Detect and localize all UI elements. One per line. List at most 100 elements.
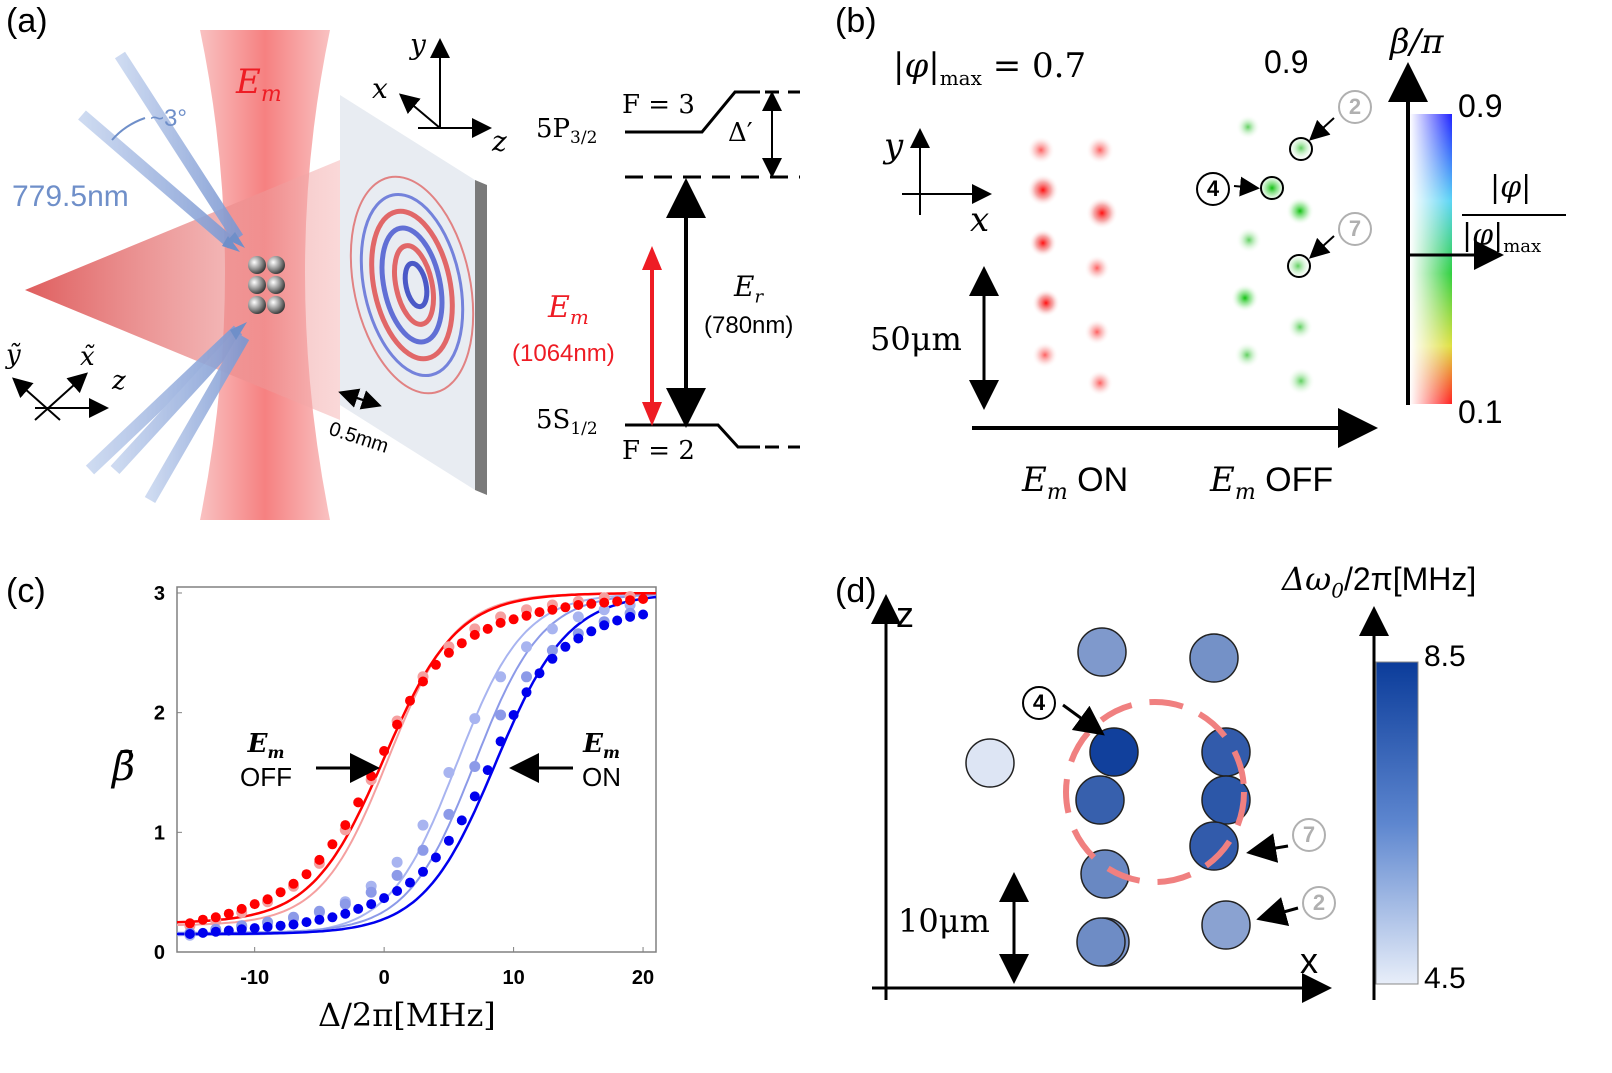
- b-site-4: 4: [1196, 172, 1230, 206]
- series-point: [469, 791, 480, 802]
- series-point: [612, 615, 623, 626]
- d-axis-z: z: [896, 594, 914, 635]
- chart-ylabel: β̄: [112, 744, 136, 790]
- series-point: [366, 899, 377, 910]
- d-site-4: 4: [1022, 686, 1056, 720]
- series-point: [495, 709, 507, 721]
- series-point: [418, 866, 428, 877]
- spots-em-off: [1231, 115, 1315, 395]
- level-upper-F: F = 3: [622, 90, 695, 120]
- colorbar-b-top: 0.9: [1458, 88, 1503, 124]
- second-phi-value: 0.9: [1264, 44, 1309, 80]
- b-site-7: 7: [1338, 212, 1372, 246]
- series-point: [599, 620, 610, 631]
- series-point: [599, 597, 610, 608]
- axis-bottom-z: z: [112, 366, 126, 396]
- series-point: [379, 893, 390, 904]
- series-point: [327, 912, 338, 923]
- series-point: [236, 924, 247, 935]
- level-lower-F: F = 2: [622, 436, 695, 466]
- d-site-7: 7: [1292, 818, 1326, 852]
- series-point: [391, 869, 403, 881]
- d-scale-label: 10μm: [898, 902, 990, 940]
- delta-prime-label: Δ′: [728, 118, 753, 148]
- series-point: [340, 820, 351, 831]
- series-point: [275, 887, 286, 898]
- series-point: [223, 925, 234, 936]
- site-circle: [965, 738, 1015, 788]
- axes-bottom: [12, 372, 109, 421]
- series-point: [313, 905, 325, 917]
- em-transition-label: Em: [548, 290, 589, 329]
- series-point: [573, 633, 584, 644]
- site-circle: [1201, 775, 1251, 825]
- series-point: [301, 869, 312, 880]
- series-point: [521, 641, 532, 653]
- x-tick-label: 10: [502, 967, 524, 989]
- em-beam-label: Em: [236, 62, 282, 107]
- site-circle: [1076, 917, 1126, 967]
- site-circle: [1077, 627, 1127, 677]
- series-point: [521, 671, 532, 683]
- series-point: [534, 668, 545, 679]
- series-point: [430, 852, 441, 863]
- axis-top-x: x: [372, 72, 388, 105]
- series-point: [443, 647, 454, 658]
- imaging-cone: [25, 160, 340, 420]
- annot-em-off: Em OFF: [240, 729, 292, 793]
- panel-label-b: (b): [835, 2, 877, 40]
- series-point: [547, 604, 558, 615]
- colorbar-d-bottom: 4.5: [1424, 962, 1466, 995]
- series-point: [495, 617, 506, 628]
- series-point: [625, 595, 636, 606]
- panel-label-a: (a): [6, 2, 48, 40]
- series-point: [586, 626, 597, 637]
- x-tick-label: -10: [240, 967, 269, 989]
- site-circles: [965, 627, 1251, 967]
- site-circle: [1089, 727, 1139, 777]
- site-circle: [1189, 633, 1239, 683]
- series-point: [495, 671, 507, 683]
- axes-top: [398, 38, 492, 138]
- y-tick-label: 0: [154, 942, 165, 964]
- series-point: [572, 611, 584, 623]
- series-point: [469, 761, 481, 772]
- series-point: [314, 854, 325, 865]
- series-point: [443, 808, 455, 820]
- dashed-ring: [1063, 699, 1247, 885]
- series-point: [353, 903, 364, 914]
- colorbar-b-side-den: |φ|max: [1462, 218, 1542, 257]
- plot-frame: [176, 586, 657, 953]
- er-wavelength-label: (780nm): [704, 312, 794, 339]
- y-tick-label: 2: [154, 703, 165, 725]
- series-point: [418, 676, 428, 687]
- series-point: [327, 839, 338, 850]
- label-em-off: Em OFF: [1210, 460, 1334, 505]
- colorbar-d-title: Δω0/2π[MHz]: [1282, 560, 1477, 603]
- axis-top-z: z: [492, 125, 507, 158]
- series-point: [638, 594, 649, 604]
- series-line: [176, 591, 656, 924]
- em-arrow: [642, 246, 662, 426]
- series-point: [456, 815, 467, 826]
- series-point: [353, 797, 364, 808]
- series-point: [340, 908, 351, 919]
- axis-top-y: y: [410, 28, 426, 61]
- colorbar-b-title: β/π: [1390, 22, 1444, 62]
- chart-series-points: [184, 591, 649, 941]
- series-point: [275, 920, 286, 931]
- series-point: [197, 914, 208, 925]
- x-tick-label: 20: [632, 967, 654, 989]
- site-circle: [1189, 821, 1239, 871]
- series-point: [249, 899, 260, 910]
- series-point: [598, 604, 610, 616]
- label-em-on: Em ON: [1022, 460, 1129, 505]
- b-axis-y: y: [884, 126, 904, 166]
- b-site-2: 2: [1338, 90, 1372, 124]
- d-site-2: 2: [1302, 886, 1336, 920]
- x-tick-label: 0: [379, 967, 390, 989]
